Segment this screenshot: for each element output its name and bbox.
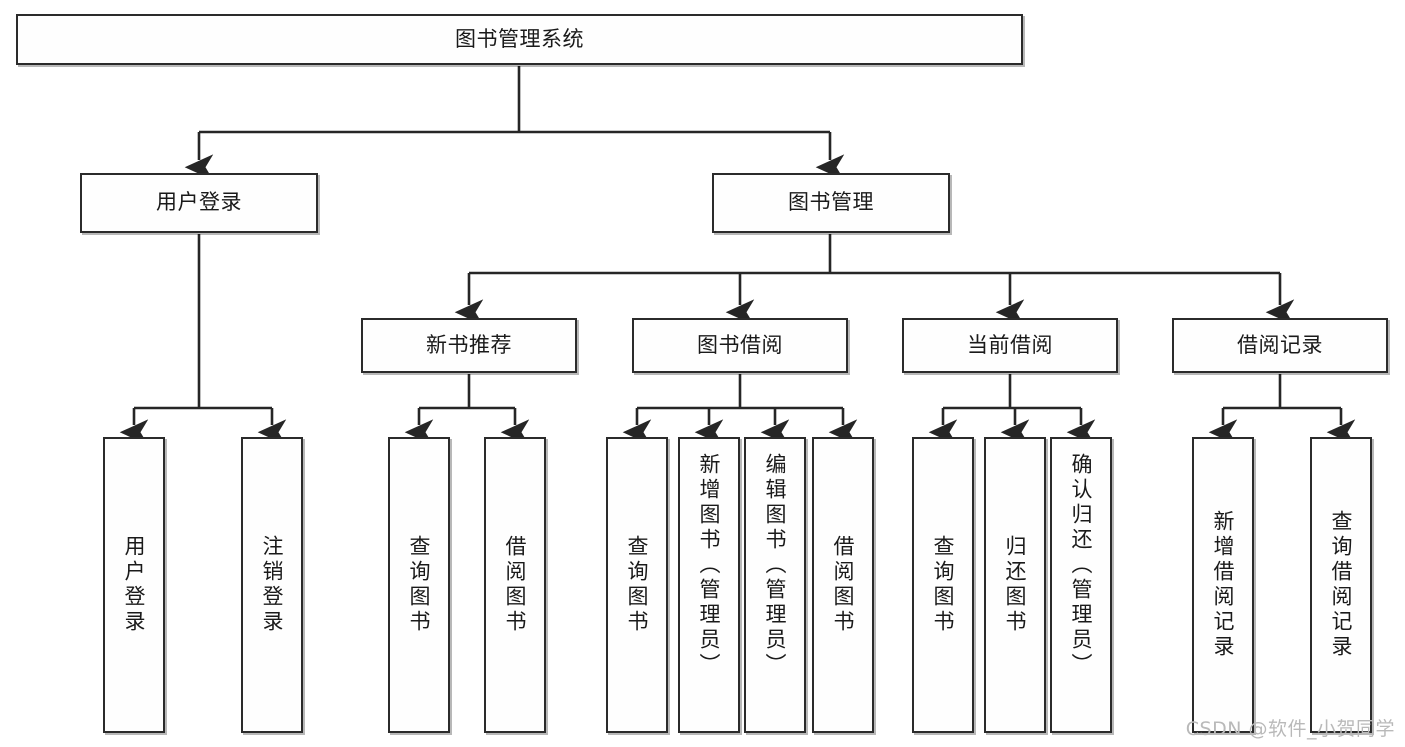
node-user-login[interactable]: 用户登录	[80, 173, 318, 233]
leaf-node-label: 借阅图书	[503, 535, 528, 635]
leaf-node-label: 查询借阅记录	[1329, 510, 1354, 660]
leaf-node-label: 查询图书	[931, 535, 956, 635]
leaf-node[interactable]: 用户登录	[103, 437, 165, 733]
leaf-node[interactable]: 注销登录	[241, 437, 303, 733]
node-borrow-records[interactable]: 借阅记录	[1172, 318, 1388, 373]
node-new-book-recommend[interactable]: 新书推荐	[361, 318, 577, 373]
node-book-management-label: 图书管理	[788, 190, 874, 215]
leaf-node-label: 查询图书	[625, 535, 650, 635]
leaf-node-label: 用户登录	[122, 535, 147, 635]
node-new-book-recommend-label: 新书推荐	[426, 332, 512, 357]
leaf-node[interactable]: 查询图书	[606, 437, 668, 733]
leaf-node-label: 新增图书（管理员）	[697, 453, 722, 678]
node-root-system[interactable]: 图书管理系统	[16, 14, 1023, 65]
leaf-node[interactable]: 归还图书	[984, 437, 1046, 733]
leaf-node[interactable]: 新增图书（管理员）	[678, 437, 740, 733]
leaf-node[interactable]: 借阅图书	[484, 437, 546, 733]
leaf-node[interactable]: 编辑图书（管理员）	[744, 437, 806, 733]
node-book-borrow-label: 图书借阅	[697, 332, 783, 357]
leaf-node-label: 确认归还（管理员）	[1069, 453, 1094, 678]
leaf-node-label: 编辑图书（管理员）	[763, 453, 788, 678]
leaf-node-label: 注销登录	[260, 535, 285, 635]
node-current-borrow[interactable]: 当前借阅	[902, 318, 1118, 373]
node-user-login-label: 用户登录	[156, 190, 242, 215]
leaf-node[interactable]: 查询借阅记录	[1310, 437, 1372, 733]
node-book-borrow[interactable]: 图书借阅	[632, 318, 848, 373]
leaf-node-label: 借阅图书	[831, 535, 856, 635]
watermark-text: CSDN @软件_小贺同学	[1185, 718, 1395, 740]
leaf-node[interactable]: 确认归还（管理员）	[1050, 437, 1112, 733]
node-borrow-records-label: 借阅记录	[1237, 332, 1323, 357]
leaf-node[interactable]: 查询图书	[912, 437, 974, 733]
leaf-node-label: 查询图书	[407, 535, 432, 635]
leaf-node[interactable]: 查询图书	[388, 437, 450, 733]
leaf-node-label: 新增借阅记录	[1211, 510, 1236, 660]
leaf-node[interactable]: 新增借阅记录	[1192, 437, 1254, 733]
node-book-management[interactable]: 图书管理	[712, 173, 950, 233]
leaf-node[interactable]: 借阅图书	[812, 437, 874, 733]
node-root-label: 图书管理系统	[455, 26, 584, 51]
node-current-borrow-label: 当前借阅	[967, 332, 1053, 357]
leaf-node-label: 归还图书	[1003, 535, 1028, 635]
